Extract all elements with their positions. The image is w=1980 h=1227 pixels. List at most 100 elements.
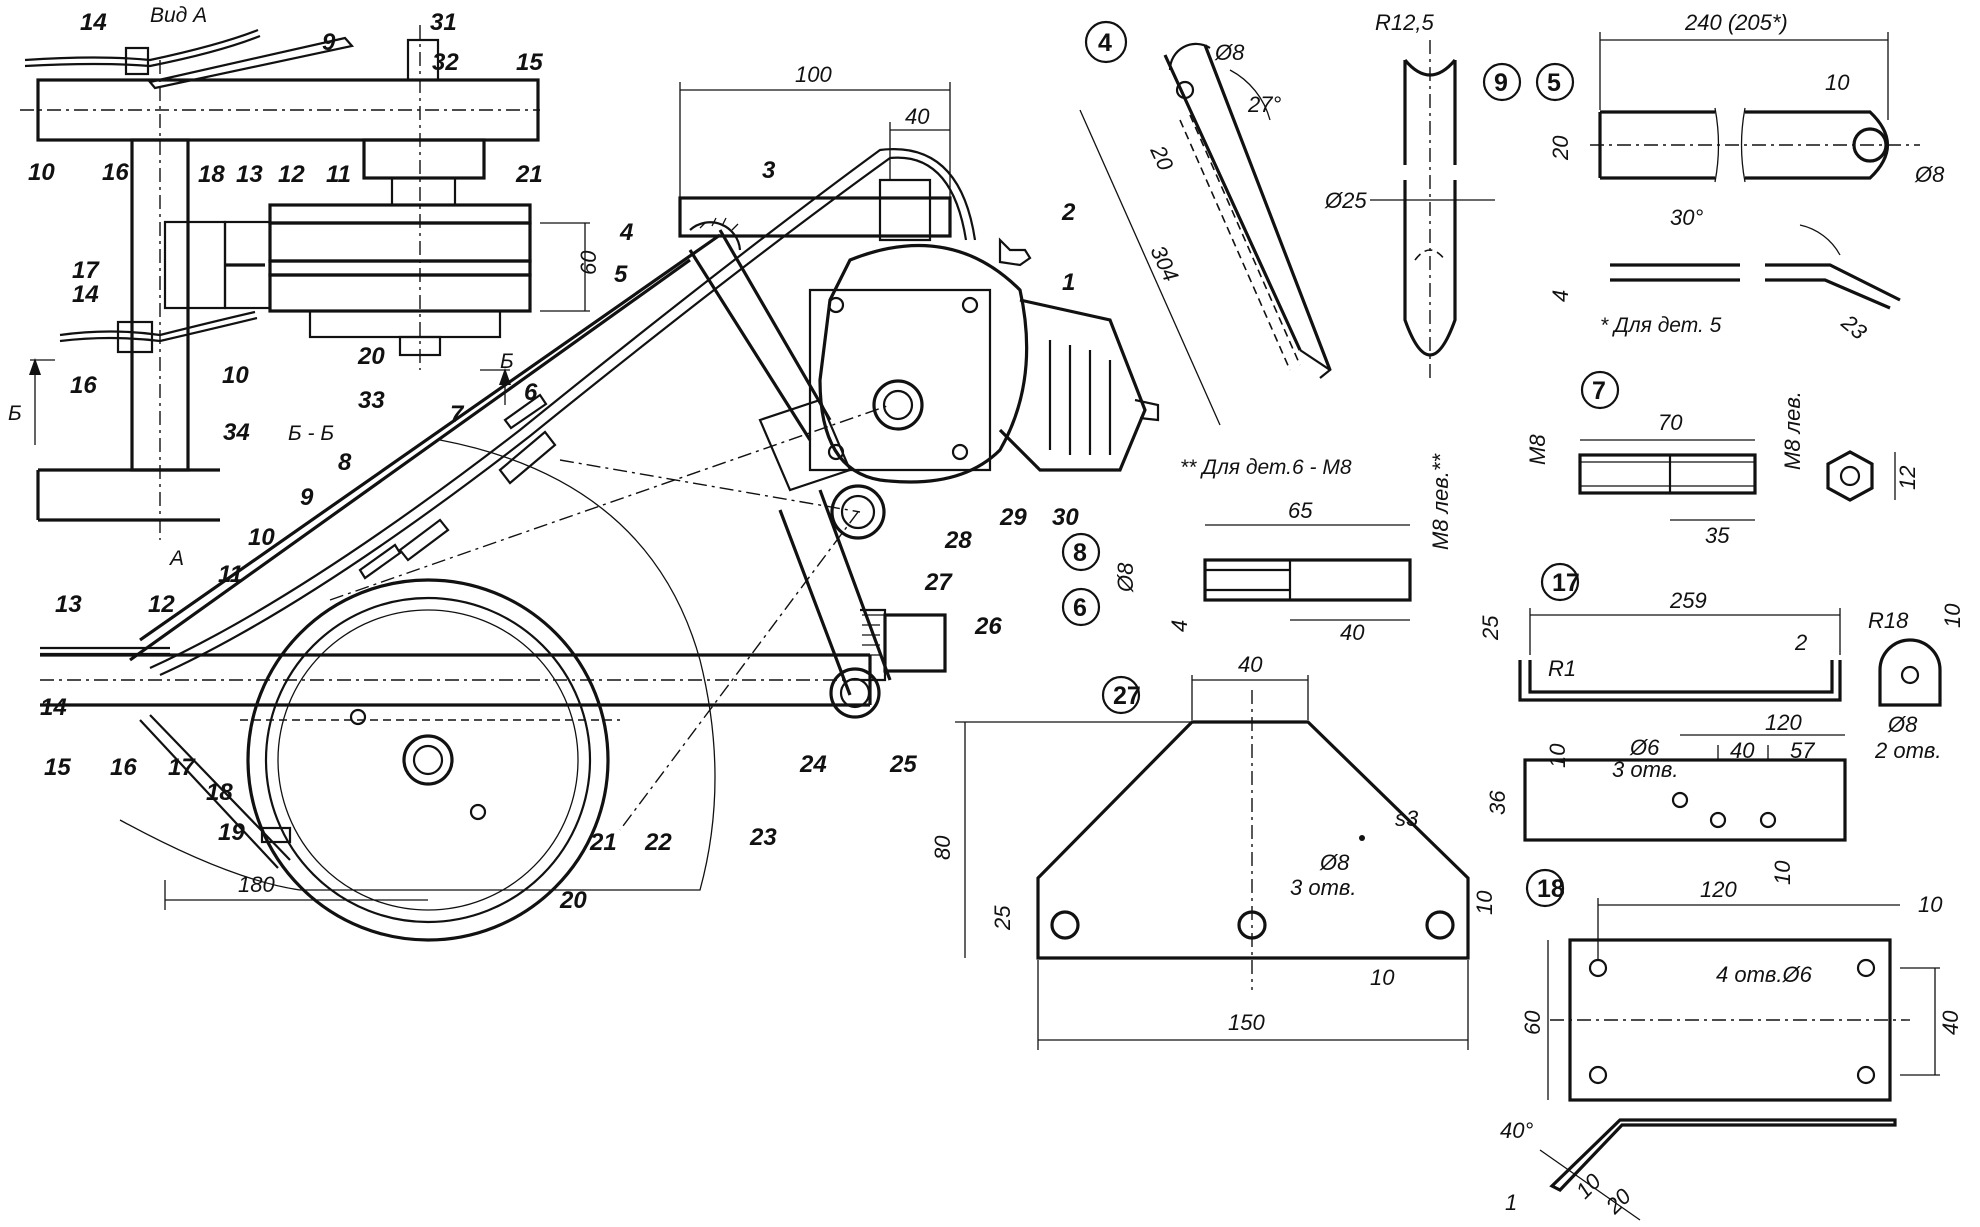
part-7-inner: 35 [1705, 523, 1730, 548]
part-4 [1079, 20, 1332, 426]
callout-a21: 21 [515, 161, 543, 188]
callout-m28: 28 [944, 527, 972, 554]
part-8-6-d40: 40 [1340, 620, 1365, 645]
callout-m27: 27 [924, 569, 953, 596]
callout-m25: 25 [889, 751, 917, 778]
part-17 [1518, 562, 1942, 842]
callout-m14: 14 [40, 694, 67, 721]
main-assembly [40, 82, 1160, 942]
part-17-dia6: Ø6 [1629, 735, 1660, 760]
callout-m16: 16 [110, 754, 137, 781]
callout-m12: 12 [148, 591, 175, 618]
callout-a10b: 10 [222, 362, 249, 389]
part-9-5-thick: 4 [1548, 290, 1573, 302]
arrow-b-left: Б [8, 402, 22, 425]
callout-a11: 11 [326, 161, 351, 188]
callout-m7: 7 [450, 401, 465, 428]
part-9-5 [1482, 32, 1920, 310]
part-18 [1525, 868, 1940, 1221]
callout-a13: 13 [236, 161, 263, 188]
part-17-d120: 120 [1765, 710, 1802, 735]
part-18-d60: 60 [1520, 1010, 1545, 1035]
part-17-r1: R1 [1548, 656, 1576, 681]
part-8-6-length: 65 [1288, 498, 1313, 523]
part-5-id: 5 [1547, 69, 1561, 97]
part-17-length: 259 [1669, 588, 1707, 613]
part-4-angle: 27° [1247, 92, 1281, 117]
callout-m5: 5 [614, 261, 628, 288]
callout-m9: 9 [300, 484, 314, 511]
callout-m8: 8 [338, 449, 352, 476]
callout-a31: 31 [430, 9, 457, 36]
callout-m19: 19 [218, 819, 245, 846]
part-4-id: 4 [1098, 29, 1112, 57]
callout-a15: 15 [516, 49, 543, 76]
part-7 [1578, 370, 1896, 521]
callout-m20: 20 [559, 887, 587, 914]
callout-m21: 21 [589, 829, 617, 856]
callout-a10: 10 [28, 159, 55, 186]
part-27-d10: 10 [1472, 890, 1497, 915]
callout-a12: 12 [278, 161, 305, 188]
callout-m6: 6 [524, 379, 538, 406]
part-17-d2: 2 [1794, 630, 1807, 655]
part-18-id: 18 [1537, 875, 1565, 903]
part-27-top: 40 [1238, 652, 1263, 677]
part-27-id: 27 [1113, 682, 1141, 710]
callout-m26: 26 [974, 613, 1002, 640]
callout-m4: 4 [619, 219, 633, 246]
part-17-d36: 36 [1485, 790, 1510, 815]
part-17-d10b: 10 [1545, 743, 1570, 768]
view-a-label: Вид А [150, 4, 207, 27]
part-7-length: 70 [1658, 410, 1683, 435]
arrow-b-right: Б [500, 350, 514, 373]
part-5-footnote: * Для дет. 5 [1600, 314, 1722, 337]
part-27-thickness: s3 [1395, 806, 1419, 831]
callout-a34: 34 [223, 419, 250, 446]
callout-a18: 18 [198, 161, 225, 188]
part-6-id: 6 [1073, 594, 1087, 622]
callout-m29: 29 [999, 504, 1027, 531]
part-8-6-dia: Ø8 [1113, 562, 1138, 593]
callout-m13: 13 [55, 591, 82, 618]
dim-60: 60 [576, 250, 601, 275]
part-17-d10c: 10 [1770, 860, 1795, 885]
callout-a17: 17 [72, 257, 100, 284]
part-9-id: 9 [1494, 69, 1508, 97]
part-8-6 [1061, 524, 1412, 627]
part-8-id: 8 [1073, 539, 1087, 567]
part-17-dia6-count: 3 отв. [1612, 757, 1679, 782]
arrow-a: А [168, 547, 184, 570]
part-4-width: 20 [1145, 141, 1179, 175]
part-17-d10: 10 [1940, 603, 1965, 628]
callout-m24: 24 [799, 751, 827, 778]
part-9-5-d20: 20 [1548, 135, 1573, 161]
callout-a16: 16 [102, 159, 129, 186]
part-18-d120: 120 [1700, 877, 1737, 902]
part-9-radius: R12,5 [1375, 10, 1434, 35]
callout-m10: 10 [248, 524, 275, 551]
part-7-id: 7 [1592, 377, 1606, 405]
dim-100: 100 [795, 62, 832, 87]
callout-m1: 1 [1062, 269, 1075, 296]
part-17-d25: 25 [1478, 615, 1503, 641]
part-27-holes: Ø8 [1319, 850, 1350, 875]
callout-m17: 17 [168, 754, 196, 781]
callout-m2: 2 [1061, 199, 1076, 226]
part-18-d10: 10 [1918, 892, 1943, 917]
callout-m30: 30 [1052, 504, 1079, 531]
part-17-d57: 57 [1790, 738, 1815, 763]
part-27-holes-count: 3 отв. [1290, 875, 1357, 900]
dim-40: 40 [905, 104, 930, 129]
part-18-holes: 4 отв.Ø6 [1716, 962, 1813, 987]
part-4-hole: Ø8 [1214, 40, 1245, 65]
callout-a33: 33 [358, 387, 385, 414]
part-17-id: 17 [1552, 569, 1580, 597]
callout-a14: 14 [80, 9, 107, 36]
callout-a32: 32 [432, 49, 459, 76]
part-9-dia: Ø25 [1324, 188, 1367, 213]
dim-180: 180 [238, 872, 275, 897]
part-9-5-hole: Ø8 [1914, 162, 1945, 187]
part-9-5-length: 240 (205*) [1684, 10, 1788, 35]
